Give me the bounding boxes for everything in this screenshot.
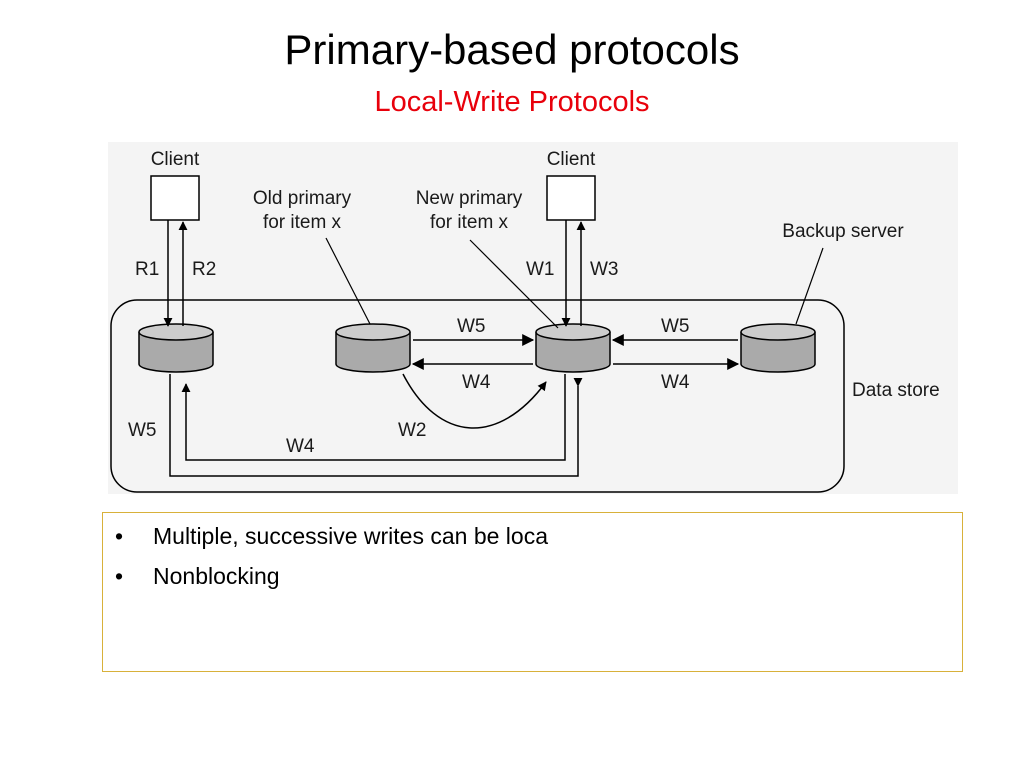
old-primary-label-1: Old primary <box>253 188 352 209</box>
w5-old-to-new-label: W5 <box>457 316 486 337</box>
diagram-canvas: Client Client Old primary for item x New… <box>110 149 940 493</box>
bullet-item: • Multiple, successive writes can be loca <box>115 523 548 550</box>
w5-left-arrow <box>169 374 583 477</box>
old-primary-pointer <box>325 237 371 325</box>
w5-backup-to-new-label: W5 <box>661 316 690 337</box>
bullet-item: • Nonblocking <box>115 563 280 590</box>
old-primary-cylinder <box>335 323 411 373</box>
backup-server-cylinder <box>740 323 816 373</box>
w4-new-to-backup-label: W4 <box>661 372 690 393</box>
bullet-marker: • <box>115 523 124 549</box>
w4-bottom-arrow <box>181 374 566 461</box>
new-primary-cylinder <box>535 323 611 373</box>
w4-bottom-label: W4 <box>286 436 315 457</box>
bullet-text: Multiple, successive writes can be loca <box>153 523 548 549</box>
local-write-diagram: Client Client Old primary for item x New… <box>108 142 958 494</box>
w2-label: W2 <box>398 420 427 441</box>
r2-label: R2 <box>192 259 216 280</box>
backup-server-label: Backup server <box>782 221 904 242</box>
w3-label: W3 <box>590 259 619 280</box>
new-primary-label-2: for item x <box>430 212 509 233</box>
backup-pointer <box>795 247 824 325</box>
w5-left-label: W5 <box>128 420 157 441</box>
client-right-label: Client <box>547 149 596 170</box>
w2-arrow <box>402 373 547 429</box>
bullet-text: Nonblocking <box>153 563 280 589</box>
slide-title: Primary-based protocols <box>284 26 740 73</box>
w4-new-to-old-label: W4 <box>462 372 491 393</box>
slide-subtitle: Local-Write Protocols <box>374 86 650 118</box>
w1-label: W1 <box>526 259 555 280</box>
client-right-box <box>546 175 596 221</box>
r1-label: R1 <box>135 259 159 280</box>
client-left-label: Client <box>151 149 200 170</box>
bullet-marker: • <box>115 563 124 589</box>
data-store-label: Data store <box>852 380 940 401</box>
new-primary-label-1: New primary <box>416 188 523 209</box>
client-left-box <box>150 175 200 221</box>
data-store-boundary <box>110 299 845 493</box>
old-primary-label-2: for item x <box>263 212 342 233</box>
new-primary-pointer <box>469 239 559 329</box>
server-left-cylinder <box>138 323 214 373</box>
bullet-box: • Multiple, successive writes can be loca… <box>102 512 963 672</box>
